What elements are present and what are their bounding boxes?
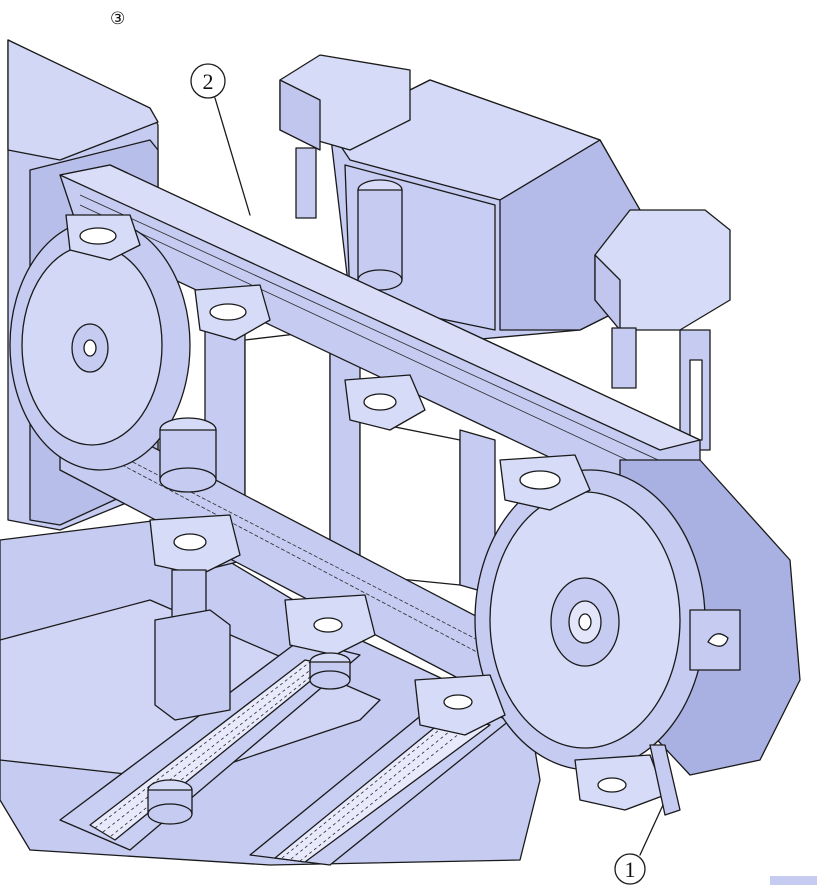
mounting-plate — [414, 674, 506, 736]
upper-cap-left — [279, 54, 411, 219]
callout-2: 2 — [190, 63, 251, 216]
conveyor-track-right — [249, 699, 511, 866]
mounting-plate — [149, 514, 241, 576]
upper-cap-right — [594, 209, 731, 451]
callout-1-label: 1 — [625, 857, 636, 882]
mounting-plate — [65, 214, 141, 261]
corner-accent — [770, 876, 817, 885]
floor-roller — [309, 652, 351, 690]
mounting-plate — [499, 454, 591, 511]
floor-roller — [147, 779, 193, 825]
central-frame — [204, 299, 496, 596]
mounting-plate — [194, 284, 271, 341]
callout-2-label: 2 — [203, 69, 214, 94]
tension-bracket — [649, 744, 681, 816]
mounting-plate — [284, 594, 376, 656]
mounting-plate — [344, 374, 426, 431]
right-wheel — [474, 459, 801, 776]
mounting-plate — [574, 754, 666, 811]
support-post — [154, 417, 231, 721]
callout-1: 1 — [614, 804, 664, 885]
circled-marker-3: ③ — [110, 9, 126, 29]
